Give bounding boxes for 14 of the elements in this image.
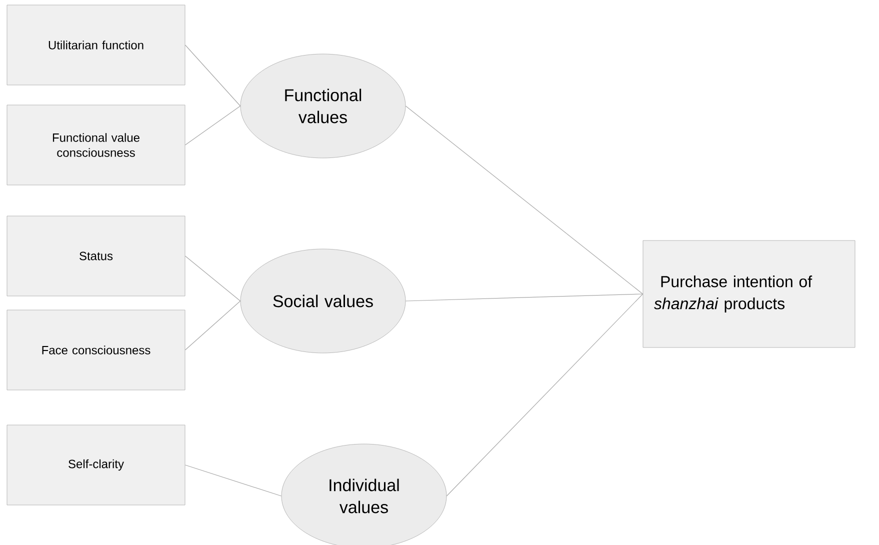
connector-line: [446, 294, 644, 496]
factor-box: Utilitarian function: [6, 4, 186, 86]
connector-line: [184, 300, 241, 350]
connector-line: [405, 294, 644, 302]
connector-line: [184, 106, 241, 146]
factor-box: Face consciousness: [6, 310, 186, 390]
factor-box: Status: [6, 216, 186, 296]
factor-box: Self-clarity: [6, 424, 186, 506]
outcome-box: Purchase intention of shanzhai products: [642, 240, 856, 348]
connector-line: [405, 106, 644, 294]
factor-box: Functional value consciousness: [6, 104, 186, 186]
connector-line: [184, 256, 241, 302]
connector-line: [184, 464, 282, 496]
connector-line: [184, 44, 241, 106]
